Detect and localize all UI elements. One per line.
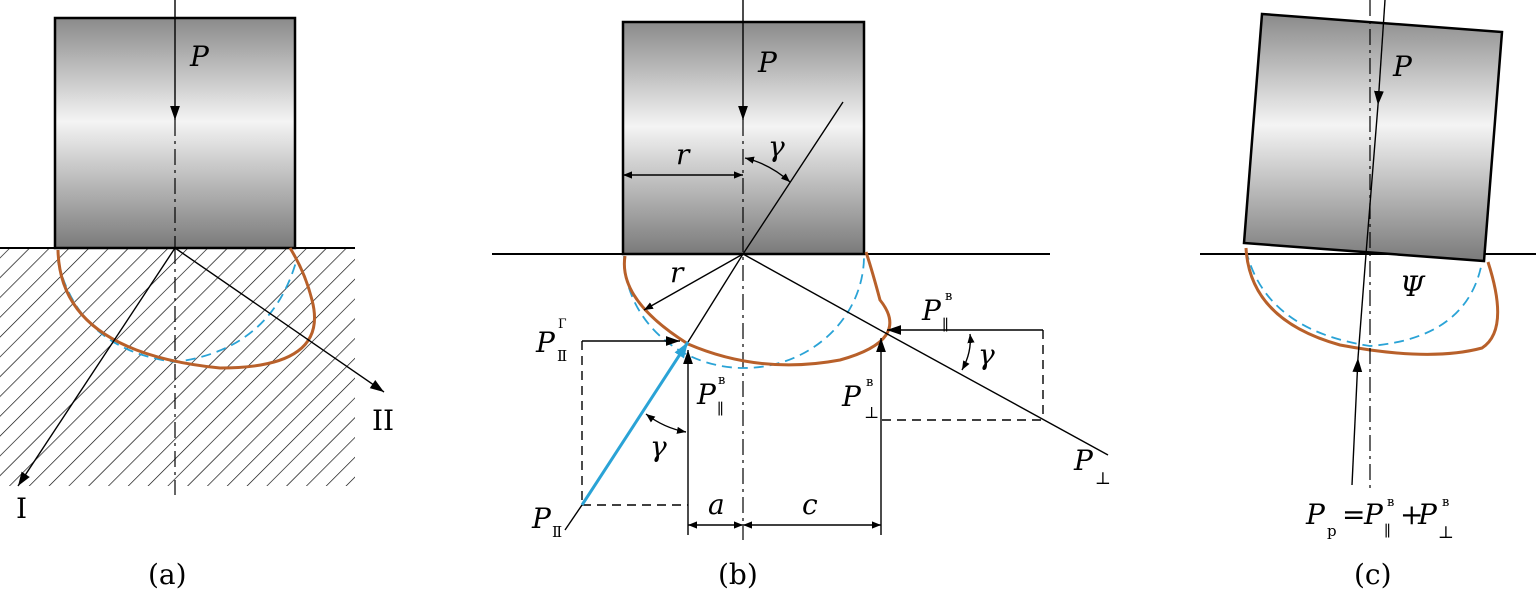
svg-text:P: P (1305, 498, 1326, 531)
reaction-line-c (1351, 357, 1363, 486)
gamma-arc-right (961, 333, 975, 371)
svg-text:P: P (1417, 498, 1438, 531)
panel-c: P Ψ P р = P в ∥ + P в ⊥ (c) (1200, 0, 1536, 591)
svg-text:⊥: ⊥ (1438, 523, 1454, 543)
svg-text:в: в (945, 289, 952, 304)
panel-a: P I II (a) (0, 0, 394, 591)
psi-label: Ψ (1400, 270, 1426, 303)
deformation-zone-a (56, 247, 317, 370)
reaction-line-upper-c (1357, 253, 1367, 359)
deformation-zone-b (622, 251, 892, 367)
force-label-b: P (757, 46, 778, 79)
hatched-ground-a (0, 248, 355, 486)
incline-line-top (742, 101, 844, 255)
line-to-left-point (687, 253, 744, 343)
shear-direction-I (17, 247, 176, 487)
deformation-zone-c (1244, 247, 1500, 356)
reference-circle-c (1245, 249, 1483, 347)
direction-label-II: II (372, 404, 394, 437)
label-P-parallel-left: P в ∥ (696, 373, 725, 418)
svg-text:в: в (1387, 495, 1394, 510)
label-P-II-gamma: P Г Ⅱ (535, 317, 567, 365)
svg-text:∥: ∥ (717, 400, 724, 418)
label-P-perp-mid: P в ⊥ (841, 375, 879, 422)
svg-text:P: P (696, 378, 717, 411)
label-P-II: P Ⅱ (531, 502, 562, 541)
line-to-right-point (742, 253, 881, 331)
radius-dim-bottom (643, 253, 744, 311)
svg-text:в: в (1442, 495, 1449, 510)
svg-text:P: P (1073, 444, 1094, 477)
P-II-resultant (580, 341, 690, 506)
gamma-label-right: γ (978, 338, 995, 371)
svg-text:P: P (1363, 498, 1384, 531)
label-P-parallel-right: P в ∥ (921, 289, 952, 334)
svg-text:⊥: ⊥ (1095, 469, 1111, 489)
direction-label-I: I (16, 492, 27, 525)
force-line-c (1365, 104, 1379, 255)
dim-c-label: c (802, 488, 818, 521)
gamma-label-left: γ (650, 430, 667, 463)
resultant-equation: P р = P в ∥ + P в ⊥ (1305, 495, 1454, 543)
dim-a-label: a (708, 488, 725, 521)
radius-label-top: r (676, 138, 691, 171)
caption-b: (b) (718, 558, 758, 591)
caption-a: (a) (148, 558, 187, 591)
P-II-tail (564, 504, 583, 531)
reference-circle-b (623, 255, 865, 369)
svg-text:Г: Г (558, 317, 567, 332)
force-label-c: P (1392, 50, 1413, 83)
gamma-arc-left (645, 413, 687, 434)
tilted-punch-block-c (1242, 12, 1504, 263)
svg-text:=: = (1342, 498, 1365, 531)
svg-text:P: P (535, 326, 556, 359)
gamma-arc-top (744, 156, 791, 183)
force-arrow-c (1374, 0, 1386, 106)
panel-b: r γ r P P Г (492, 0, 1111, 591)
svg-text:P: P (531, 502, 552, 535)
svg-text:⊥: ⊥ (864, 403, 879, 422)
svg-text:Ⅱ: Ⅱ (557, 347, 567, 365)
caption-c: (c) (1354, 558, 1392, 591)
svg-text:Ⅱ: Ⅱ (552, 523, 562, 541)
svg-text:∥: ∥ (942, 316, 949, 334)
line-P-perp (879, 329, 1109, 456)
svg-text:P: P (841, 380, 862, 413)
svg-text:P: P (921, 294, 942, 327)
label-P-perp: P ⊥ (1073, 444, 1111, 489)
radius-label-bottom: r (670, 256, 685, 289)
svg-text:в: в (866, 375, 873, 390)
svg-text:р: р (1327, 522, 1337, 540)
shear-direction-II (174, 247, 385, 393)
svg-text:+: + (1400, 498, 1423, 531)
gamma-label-top: γ (768, 130, 785, 163)
svg-text:∥: ∥ (1384, 522, 1391, 540)
svg-text:в: в (718, 373, 725, 388)
force-label-a: P (189, 40, 210, 73)
